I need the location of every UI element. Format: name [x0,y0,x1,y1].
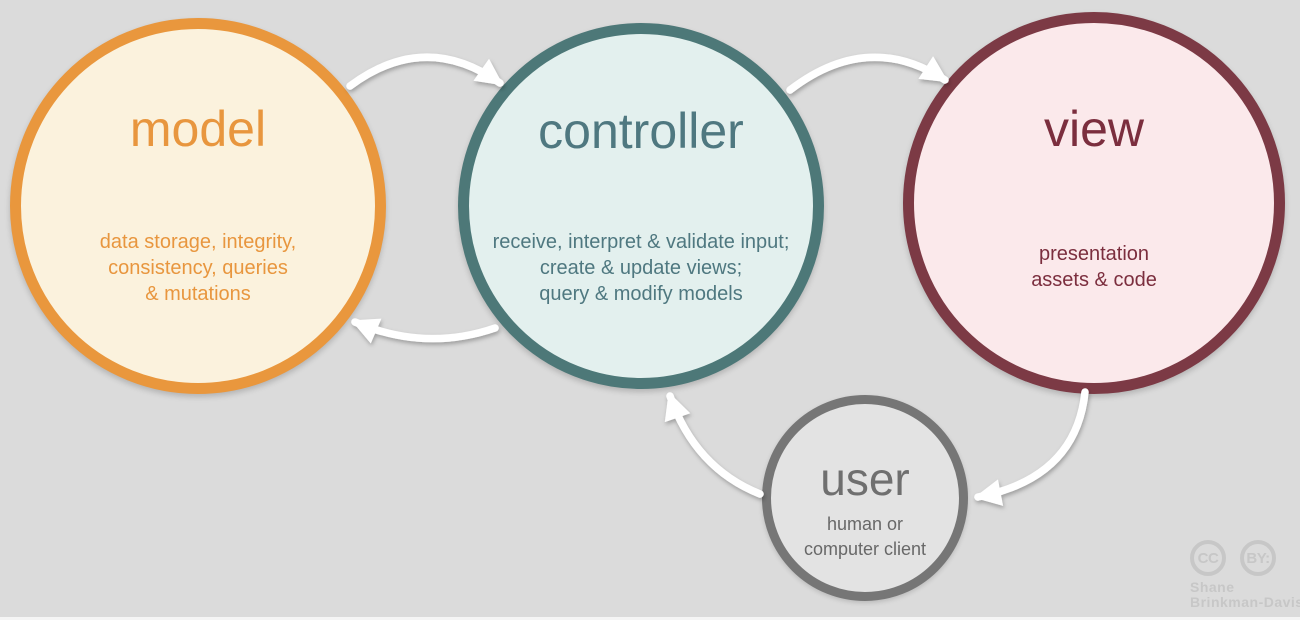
by-license-icon: BY: [1240,540,1276,576]
cc-license-icon: CC [1190,540,1226,576]
attribution-author-line: Shane [1190,579,1235,595]
node-model-title: model [129,101,267,157]
node-view-subtitle-line: presentation [1038,243,1150,265]
arrow-model-to-controller [346,53,504,90]
node-user-title: user [820,453,910,505]
node-view-subtitle: presentation assets & code [914,241,1274,293]
node-model-subtitle: data storage, integrity, consistency, qu… [21,229,375,307]
node-view-title: view [1043,101,1145,157]
node-user-subtitle: human or computer client [771,512,959,562]
node-model-subtitle-line: data storage, integrity, [99,231,297,253]
attribution-author: Shane Brinkman-Davis [1190,580,1300,610]
node-user: user human or computer client [762,395,968,601]
arrow-user-to-controller [664,392,764,498]
node-model-subtitle-line: consistency, queries [108,257,288,279]
node-controller: controller receive, interpret & validate… [458,23,824,389]
node-model-subtitle-line: & mutations [145,283,251,305]
node-controller-subtitle-line: query & modify models [539,283,743,305]
node-user-subtitle-line: computer client [803,539,927,559]
bottom-edge-strip [0,617,1300,620]
node-controller-subtitle-line: receive, interpret & validate input; [492,231,790,253]
node-user-subtitle-line: human or [826,514,904,534]
node-view: view presentation assets & code [903,12,1285,394]
arrow-controller-to-view [786,53,949,94]
attribution: CC BY: Shane Brinkman-Davis [1190,540,1300,610]
arrow-controller-to-model [351,318,499,344]
arrow-view-to-user [974,388,1089,506]
node-controller-subtitle: receive, interpret & validate input; cre… [469,229,813,307]
node-controller-title: controller [538,103,744,159]
node-controller-subtitle-line: create & update views; [539,257,743,279]
node-view-subtitle-line: assets & code [1031,269,1157,291]
node-model: model data storage, integrity, consisten… [10,18,386,394]
attribution-author-line: Brinkman-Davis [1190,594,1300,610]
